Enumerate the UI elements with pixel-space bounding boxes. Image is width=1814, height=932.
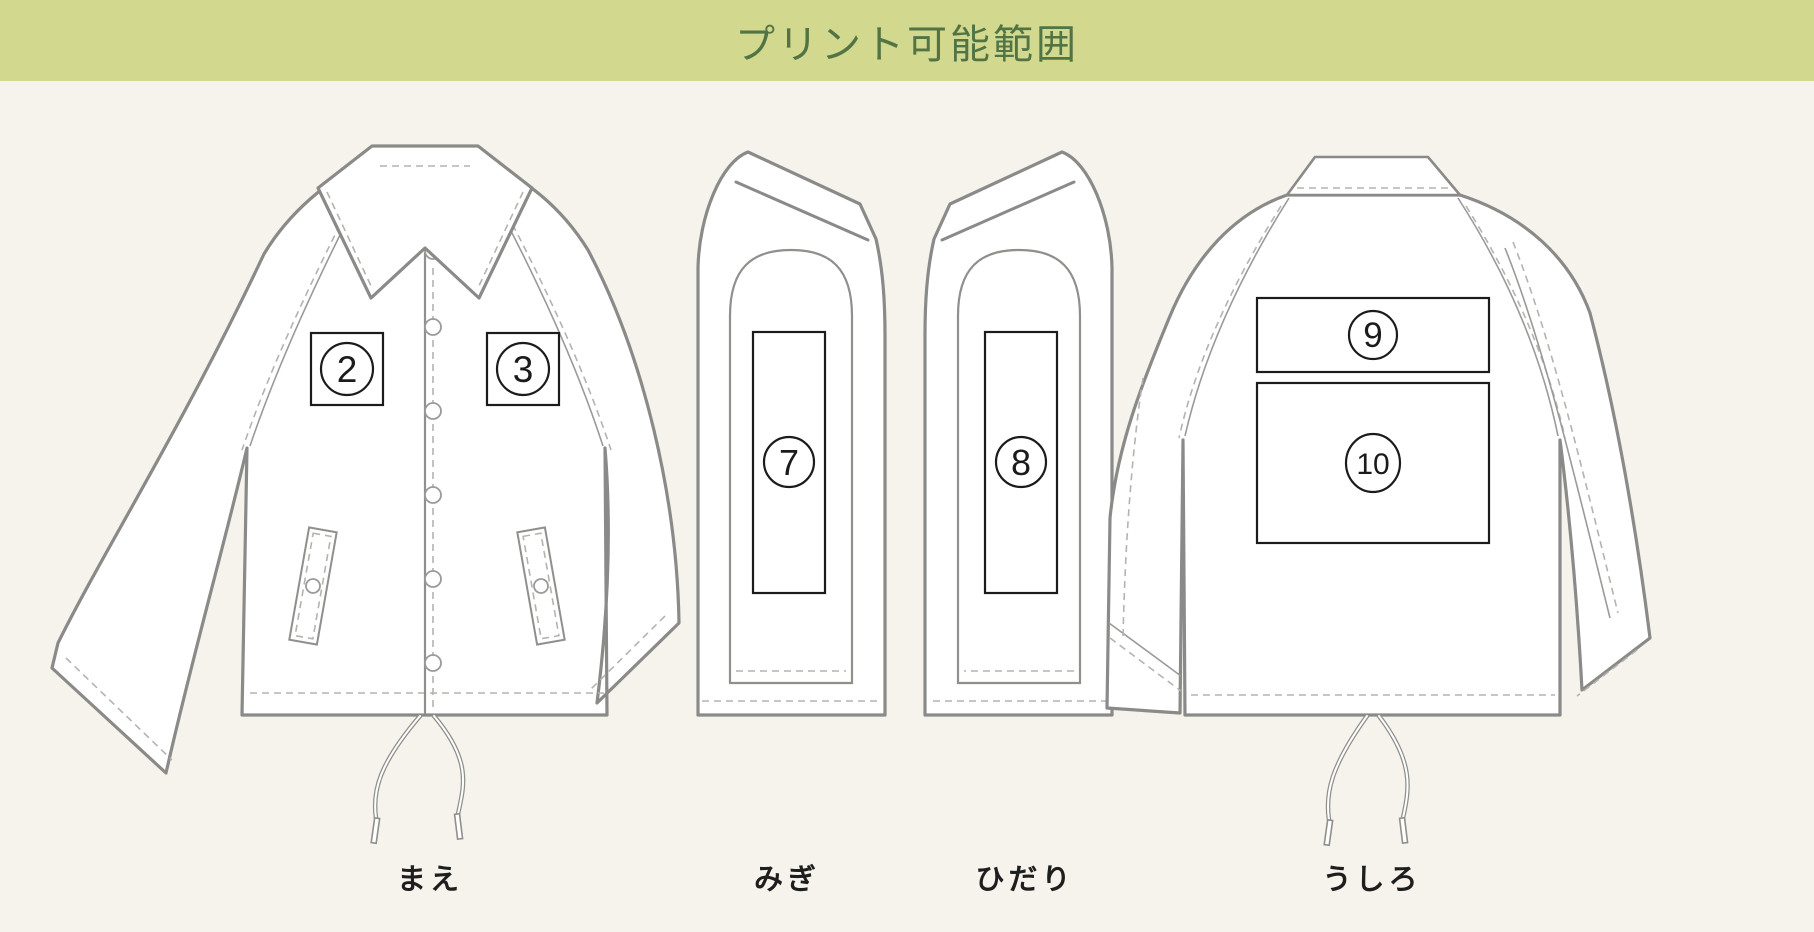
back-drawcord-left-core	[1326, 715, 1368, 821]
back-drawcord-aglet	[1323, 818, 1334, 847]
back-left-cuff-stitch	[1109, 637, 1182, 692]
print-area-ring-3	[495, 341, 551, 397]
back-right-raglan-seam	[1457, 197, 1559, 437]
collar	[316, 144, 534, 300]
drawcord-left-core	[374, 715, 421, 819]
back-left-raglan-seam	[1184, 197, 1290, 437]
back-drawcord-right-core	[1378, 715, 1409, 819]
left-cuff-stitch	[65, 657, 173, 761]
drawcord-aglet	[370, 816, 381, 845]
snap-button	[424, 318, 442, 336]
drawcord-right-core	[433, 715, 465, 815]
back-right-sleeve-stitch	[1512, 241, 1619, 614]
back-right-cuff-stitch	[1576, 649, 1638, 697]
print-area-number-2: 2	[337, 349, 358, 390]
snap-button	[424, 570, 442, 588]
drawcord-aglet	[453, 812, 464, 841]
shoulder-cap-seam	[734, 180, 870, 242]
view-label-front: まえ	[396, 864, 464, 896]
print-area-box-10	[1255, 381, 1491, 545]
back-drawcord-right	[1376, 713, 1410, 821]
print-area-ring-10	[1344, 432, 1402, 494]
print-area-number-3: 3	[513, 349, 534, 390]
back-drawcord-aglet	[1398, 816, 1409, 845]
front-view: 2 3	[20, 118, 700, 848]
right-welt-pocket	[516, 526, 566, 646]
back-left-raglan-stitch	[1178, 205, 1282, 439]
drawcord-right	[431, 713, 466, 817]
back-collar	[1285, 155, 1462, 197]
print-area-number-10: 10	[1356, 448, 1389, 481]
snap-button	[424, 654, 442, 672]
right-sleeve-illustration: 7	[696, 150, 887, 717]
print-area-ring-7	[762, 435, 816, 489]
collar-wing-stitch-left	[326, 191, 373, 289]
print-area-ring-9	[1347, 309, 1399, 361]
left-welt-pocket	[288, 526, 338, 646]
armhole-seam	[956, 248, 1082, 685]
snap-button	[424, 486, 442, 504]
left-sleeve-illustration: 8	[923, 150, 1114, 717]
view-label-right-sleeve: みぎ	[753, 864, 821, 896]
front-jacket-silhouette	[50, 158, 681, 775]
back-jacket-illustration: 9 10	[1105, 155, 1652, 847]
print-area-ring-2	[319, 341, 375, 397]
back-drawcord-left	[1325, 713, 1370, 823]
print-area-number-8: 8	[1011, 442, 1031, 483]
left-sleeve-view: 8	[910, 118, 1120, 848]
front-jacket-illustration: 2 3	[50, 144, 681, 845]
armhole-seam	[728, 248, 854, 685]
right-sleeve-view: 7	[690, 118, 900, 848]
shoulder-cap-seam	[940, 180, 1076, 242]
print-area-box-2	[309, 331, 385, 407]
back-right-raglan-stitch	[1465, 205, 1566, 439]
right-cuff-stitch	[589, 615, 666, 691]
header-bar: プリント可能範囲	[0, 0, 1814, 81]
print-area-ring-8	[994, 435, 1048, 489]
print-area-number-7: 7	[779, 442, 799, 483]
snap-button	[424, 402, 442, 420]
page-title: プリント可能範囲	[735, 22, 1079, 67]
back-left-cuff-seam	[1108, 622, 1182, 677]
print-area-box-3	[485, 331, 561, 407]
drawcord-left	[372, 713, 423, 821]
view-label-back: うしろ	[1322, 864, 1422, 896]
print-area-number-9: 9	[1363, 316, 1382, 355]
view-label-left-sleeve: ひだり	[975, 864, 1075, 896]
collar-wing-stitch-right	[477, 191, 524, 289]
back-right-sleeve-seam	[1504, 247, 1611, 619]
back-view: 9 10	[1085, 118, 1715, 848]
